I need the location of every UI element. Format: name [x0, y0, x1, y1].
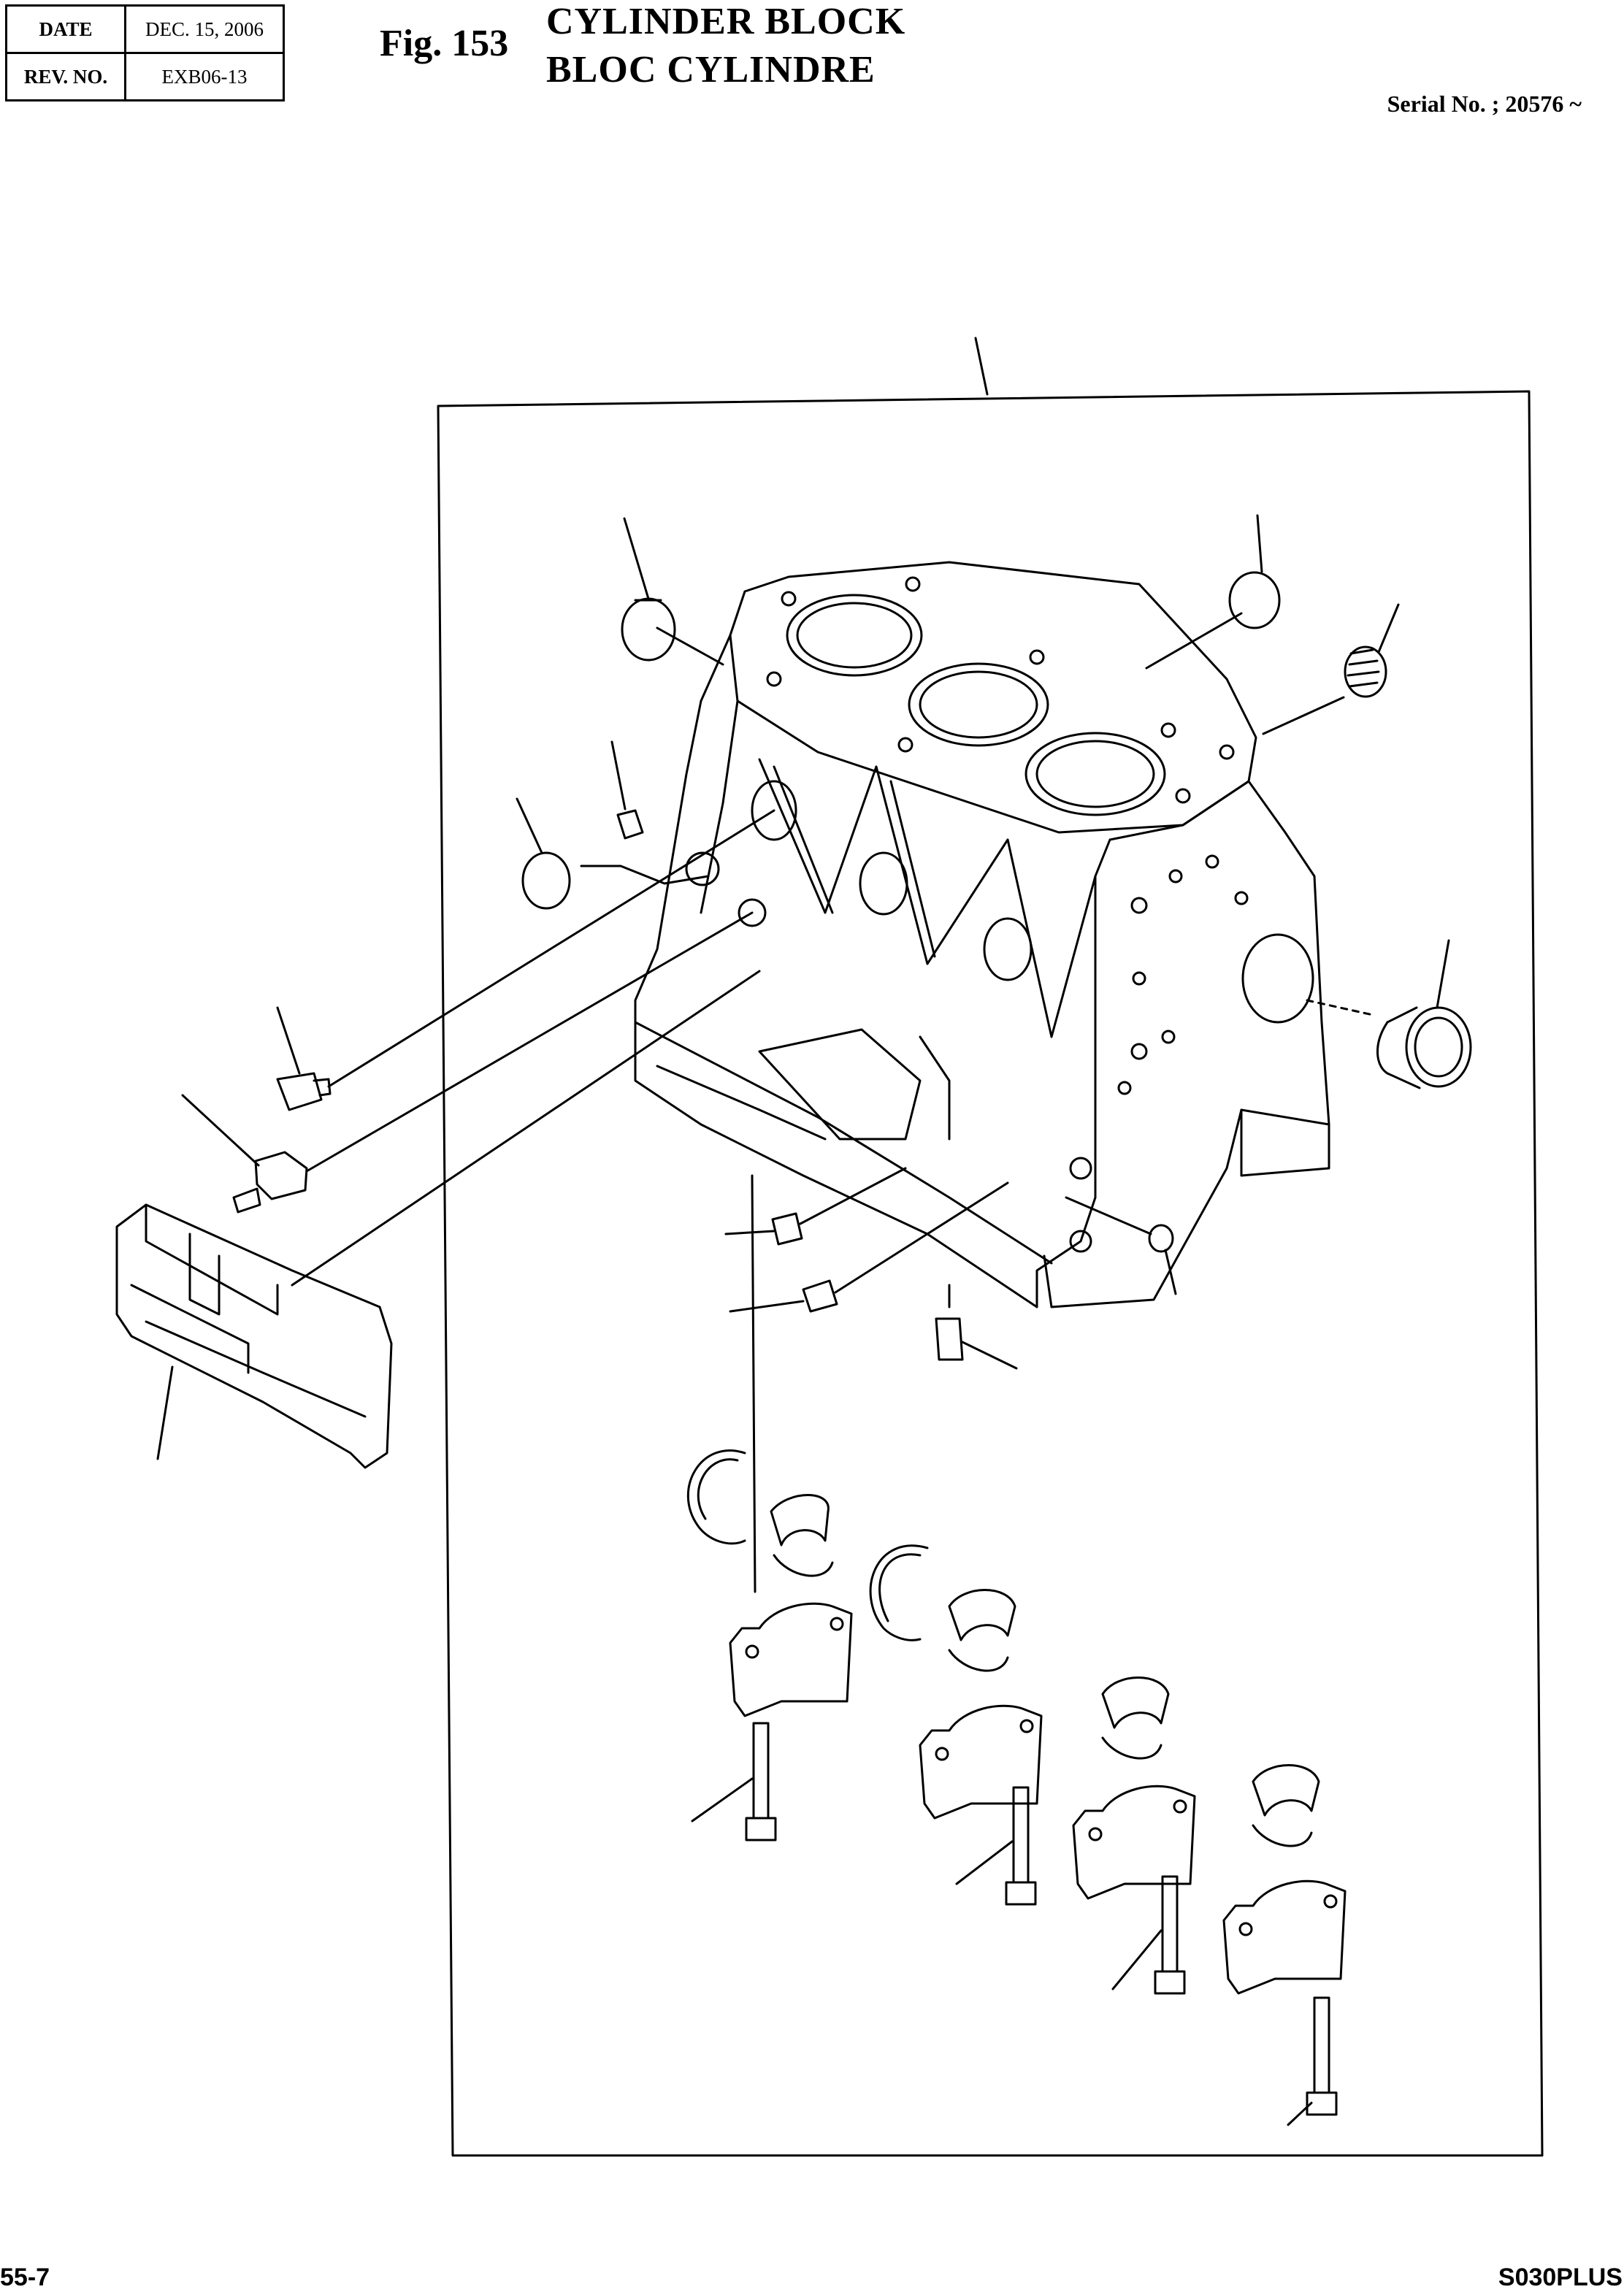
title-english: CYLINDER BLOCK	[546, 1, 906, 42]
revision-info-table: DATE DEC. 15, 2006 REV. NO. EXB06-13	[5, 4, 285, 101]
plug-lower-1	[724, 1167, 907, 1246]
bearing-shell-1	[770, 1494, 834, 1577]
leader-bearing	[751, 1174, 757, 1593]
main-bearing-bolt-2	[955, 1786, 1037, 1906]
date-label: DATE	[5, 4, 126, 54]
small-plug-left	[610, 740, 644, 840]
main-bearing-bolt-3	[1111, 1875, 1186, 1995]
side-baffle	[115, 970, 761, 1469]
alignment-dash	[1306, 999, 1374, 1016]
bearing-cap-2	[919, 1704, 1043, 1820]
expansion-plug-top-left	[621, 517, 724, 666]
expansion-plug-top-right	[1145, 514, 1281, 670]
bearing-cap-4	[1222, 1879, 1347, 1995]
bearing-shell-4	[1252, 1764, 1320, 1847]
thrust-washer-1	[686, 1449, 746, 1545]
plug-lower-3	[935, 1284, 1018, 1370]
oil-pressure-switch	[181, 911, 754, 1214]
drain-plug	[276, 809, 775, 1111]
page-number: 55-7	[0, 2264, 50, 2291]
bearing-shell-3	[1101, 1676, 1170, 1760]
model-name: S030PLUS	[1498, 2264, 1623, 2291]
serial-number: Serial No. ; 20576 ~	[1387, 91, 1582, 117]
plug-lower-right	[1065, 1196, 1177, 1295]
bearing-shell-2	[948, 1589, 1016, 1672]
rev-value: EXB06-13	[124, 52, 285, 101]
rev-label: REV. NO.	[5, 52, 126, 101]
main-bearing-bolt-4	[1287, 1996, 1338, 2126]
bearing-cap-3	[1072, 1785, 1196, 1900]
front-oil-seal	[1376, 939, 1472, 1089]
threaded-plug-top-right	[1262, 603, 1400, 735]
title-french: BLOC CYLINDRE	[546, 49, 876, 91]
date-value: DEC. 15, 2006	[124, 4, 285, 54]
cylinder-block	[634, 561, 1330, 1308]
thrust-washer-2	[869, 1544, 929, 1641]
expansion-plug-left	[516, 797, 710, 910]
bearing-cap-1	[729, 1602, 853, 1717]
assembly-frame	[437, 337, 1544, 2157]
figure-number: Fig. 153	[380, 23, 509, 64]
plug-lower-2	[729, 1181, 1009, 1313]
main-bearing-bolt-1	[691, 1722, 777, 1841]
